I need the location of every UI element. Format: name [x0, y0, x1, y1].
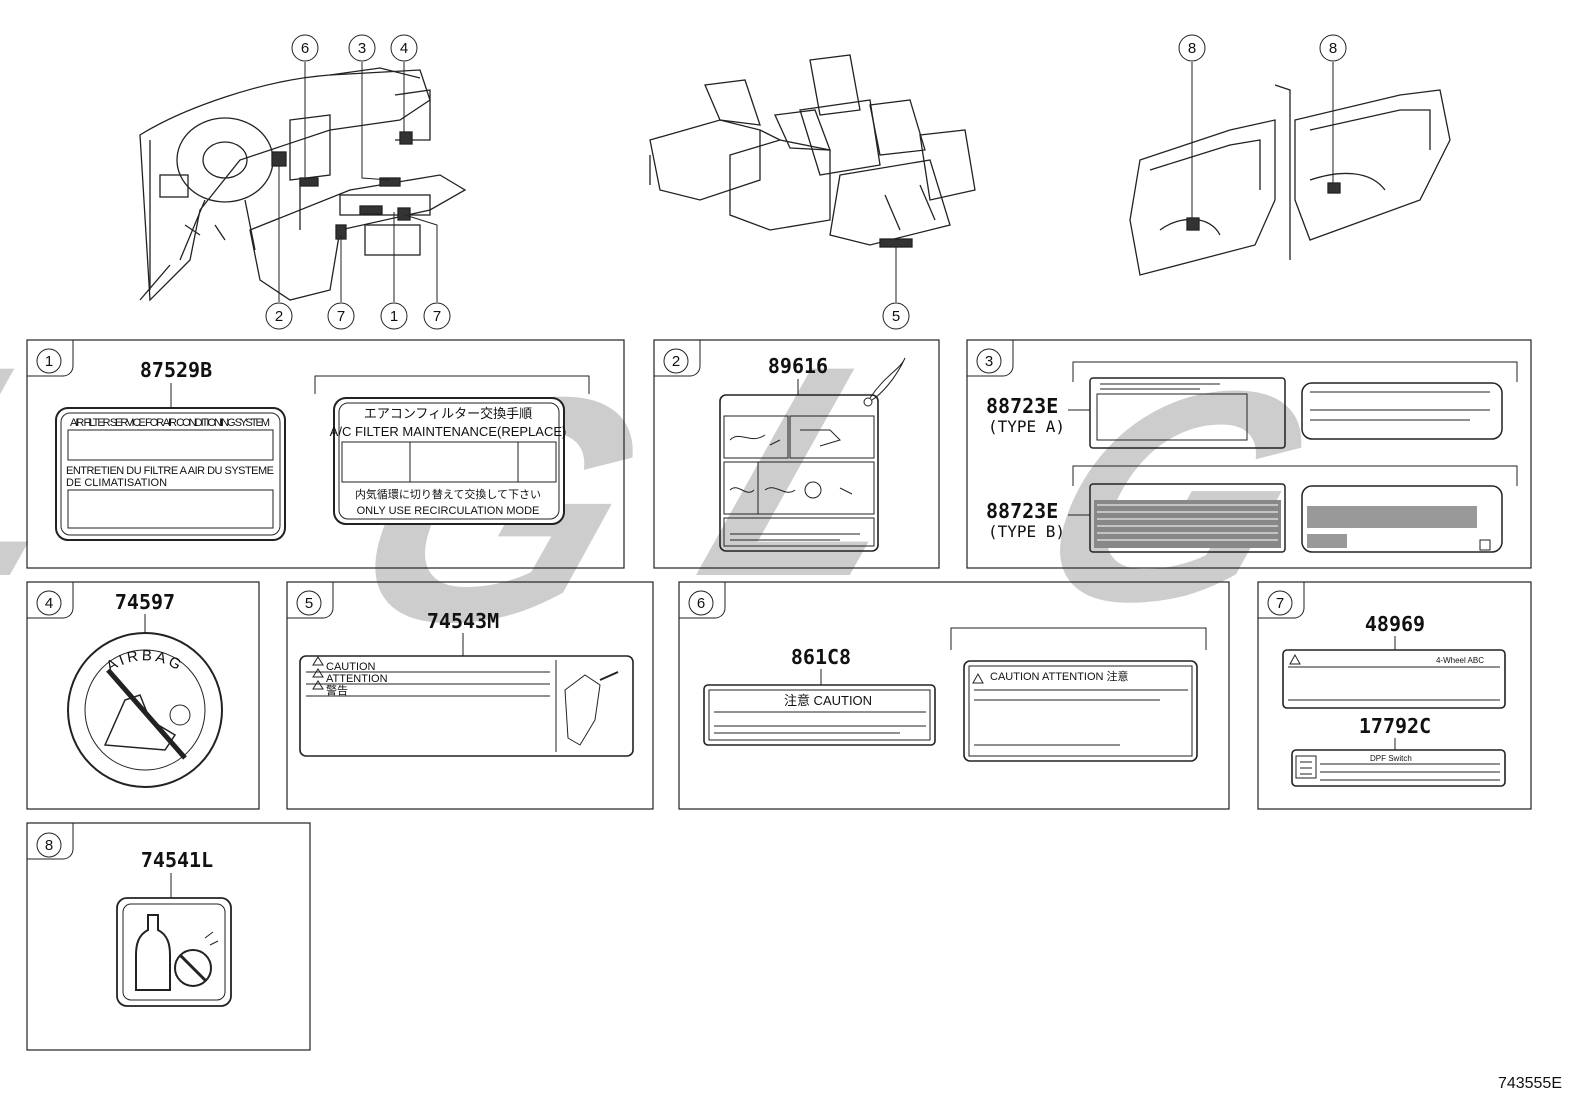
dashboard-callouts: 6 3 4 2 7 1 7	[265, 34, 451, 330]
part-number-type-b: 88723E	[986, 499, 1058, 523]
callout-label: 3	[358, 40, 366, 57]
label-17792c: DPF Switch	[1291, 749, 1506, 787]
label-88723e-b	[1089, 483, 1503, 553]
keikoku-text: 警告	[326, 683, 348, 697]
label-74543m: CAUTION ATTENTION 警告	[299, 655, 634, 757]
panel-8: 8 74541L	[26, 822, 311, 1051]
seat-callouts: 5	[882, 302, 910, 330]
label-48969: 4-Wheel ABC	[1282, 649, 1506, 709]
door-leaders	[1191, 62, 1334, 218]
label-87529b: AIR FILTER SERVICE FOR AIR CONDITIONING …	[55, 407, 286, 541]
label-jp-note: 内気循環に切り替えて交換して下さい	[355, 487, 541, 501]
label-jp-title: エアコンフィルター交換手順	[364, 406, 532, 421]
panel-4: 4 74597 AIRBAG	[26, 581, 260, 810]
label-japanese: エアコンフィルター交換手順 A/C FILTER MAINTENANCE(REP…	[330, 397, 567, 525]
panel-number: 1	[45, 353, 53, 370]
part-number: 74543M	[427, 609, 499, 633]
callout-label: 1	[390, 308, 398, 325]
panel-number: 5	[305, 595, 313, 612]
dashboard-leaders	[278, 62, 438, 302]
callout-label: 8	[1329, 40, 1337, 57]
part-number: 89616	[768, 354, 828, 378]
part-number-type-a: 88723E	[986, 394, 1058, 418]
part-number: 861C8	[791, 645, 851, 669]
panel-number: 4	[45, 595, 53, 612]
label-861c8: 注意 CAUTION	[703, 684, 936, 746]
panel-number: 3	[985, 353, 993, 370]
label-title: AIR FILTER SERVICE FOR AIR CONDITIONING …	[70, 417, 270, 429]
callout-label: 6	[301, 40, 309, 57]
watermark-letter: G	[998, 329, 1353, 664]
callout-label: 8	[1188, 40, 1196, 57]
label-48969-text: 4-Wheel ABC	[1436, 656, 1484, 665]
label-89616	[719, 357, 906, 552]
panel-number: 6	[697, 595, 705, 612]
panel-5: 5 74543M CAUTION ATTENTION 警告	[286, 581, 654, 810]
part-number: 74597	[115, 590, 175, 614]
callout-label: 7	[337, 308, 345, 325]
type-b-label: (TYPE B)	[988, 522, 1065, 541]
panel-6: 6 861C8 注意 CAUTION CAUTION ATTENTION 注意	[678, 581, 1230, 810]
callout-label: 5	[892, 308, 900, 325]
panel-7: 7 48969 4-Wheel ABC 17792C DPF Switch	[1257, 581, 1532, 810]
label-french-1: ENTRETIEN DU FILTRE A AIR DU SYSTEME	[66, 465, 274, 477]
caution-attention-text: CAUTION ATTENTION 注意	[990, 669, 1129, 683]
panel-3: 3 88723E (TYPE A) 88723E (TYPE B)	[966, 339, 1532, 569]
label-74541l	[116, 897, 232, 1007]
airbag-seal: AIRBAG	[67, 632, 223, 788]
caution-label: 注意 CAUTION	[784, 693, 872, 708]
dashboard-illustration	[139, 67, 467, 302]
caution-text: CAUTION	[326, 661, 376, 673]
label-french-2: DE CLIMATISATION	[66, 477, 167, 489]
label-88723e-a	[1089, 377, 1503, 449]
callout-label: 2	[275, 308, 283, 325]
label-jp-sub: A/C FILTER MAINTENANCE(REPLACE)	[330, 424, 567, 439]
label-caution-attention: CAUTION ATTENTION 注意	[963, 660, 1198, 762]
attention-text: ATTENTION	[326, 673, 388, 685]
type-a-label: (TYPE A)	[988, 417, 1065, 436]
part-number: 17792C	[1359, 714, 1431, 738]
label-17792c-text: DPF Switch	[1370, 754, 1412, 763]
part-number: 74541L	[141, 848, 213, 872]
seats-illustration	[649, 54, 976, 248]
panel-1: 1 87529B AIR FILTER SERVICE FOR AIR COND…	[26, 339, 625, 569]
door-callouts: 8 8	[1178, 34, 1347, 62]
callout-label: 4	[400, 40, 408, 57]
part-number: 48969	[1365, 612, 1425, 636]
document-id: 743555E	[1498, 1075, 1562, 1092]
part-number: 87529B	[140, 358, 212, 382]
label-en-note: ONLY USE RECIRCULATION MODE	[357, 505, 540, 517]
panel-number: 7	[1276, 595, 1284, 612]
doors-illustration	[1129, 84, 1451, 276]
callout-label: 7	[433, 308, 441, 325]
panel-number: 8	[45, 837, 53, 854]
panel-2: 2 89616	[653, 339, 940, 569]
panel-number: 2	[672, 353, 680, 370]
